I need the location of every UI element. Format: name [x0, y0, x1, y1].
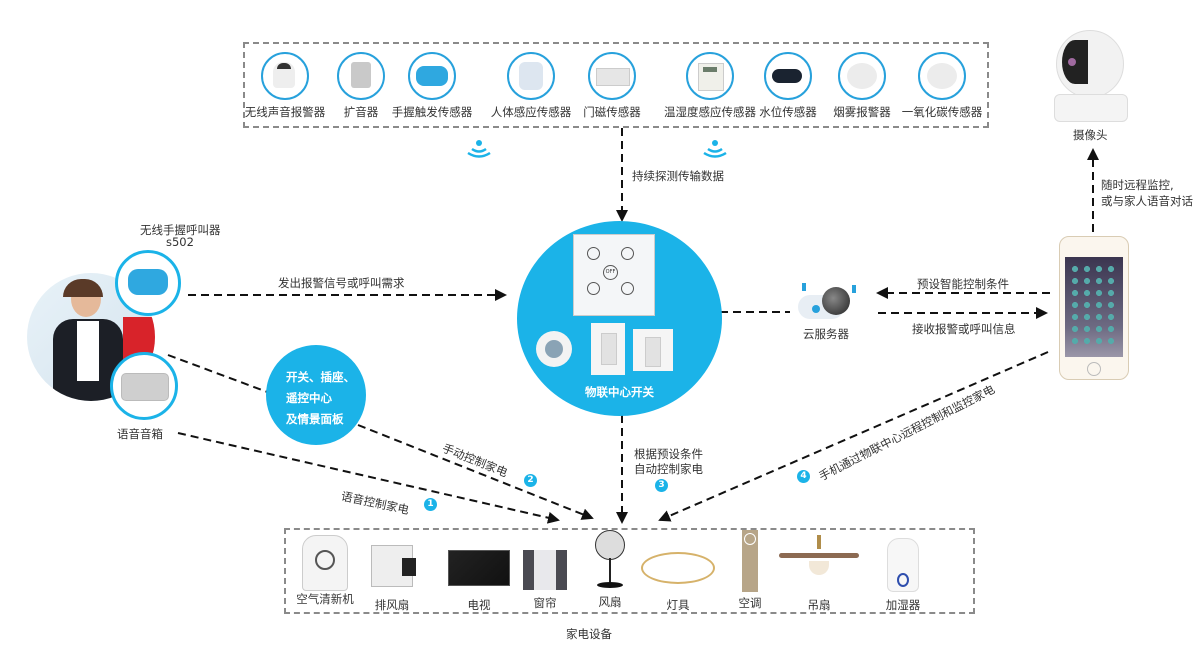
iot-hub[interactable]: OFF 物联中心开关	[517, 221, 722, 416]
lamp-icon	[641, 552, 715, 584]
air-conditioner-icon	[742, 530, 758, 592]
wifi-icon	[467, 140, 491, 158]
off-button-label: OFF	[603, 265, 618, 280]
touch-switch-icon: OFF	[573, 234, 655, 316]
sensor-label: 一氧化碳传感器	[901, 105, 983, 119]
sensor-label: 人体感应传感器	[490, 105, 572, 119]
cloud-receive-label: 接收报警或呼叫信息	[912, 322, 1016, 336]
wall-switch-icon	[591, 323, 625, 375]
sensor-label: 水位传感器	[759, 105, 817, 119]
speaker-icon	[337, 52, 385, 100]
sensor-item[interactable]: 手握触发传感器	[387, 52, 477, 120]
door-sensor-icon	[588, 52, 636, 100]
sensor-flow-label: 持续探测传输数据	[632, 169, 724, 183]
flow-4-badge: 4	[797, 470, 810, 483]
sensor-item[interactable]: 无线声音报警器	[240, 52, 330, 120]
flow-2-badge: 2	[524, 474, 537, 487]
sensor-label: 无线声音报警器	[244, 105, 326, 119]
wifi-icon	[703, 140, 727, 158]
appliance-label: 吊扇	[807, 598, 831, 612]
appliance-label: 加湿器	[885, 598, 921, 612]
sensor-label: 烟雾报警器	[833, 105, 891, 119]
appliance-label: 灯具	[666, 598, 690, 612]
appliance-item[interactable]: 电视	[446, 550, 512, 613]
sensor-item[interactable]: 扩音器	[316, 52, 406, 120]
fan-icon	[595, 530, 625, 588]
wall-switch-icon	[633, 329, 673, 371]
sensor-item[interactable]: 烟雾报警器	[817, 52, 907, 120]
appliance-label: 空气清新机	[296, 592, 354, 606]
tv-icon	[448, 550, 510, 586]
exhaust-fan-icon	[371, 545, 416, 587]
appliances-title: 家电设备	[566, 627, 612, 641]
flow-3-label-1: 根据预设条件	[634, 447, 703, 461]
camera-flow-label-2: 或与家人语音对话	[1101, 194, 1193, 208]
sensor-label: 手握触发传感器	[391, 105, 473, 119]
appliance-label: 空调	[738, 596, 762, 610]
appliance-item[interactable]: 空调	[730, 530, 770, 611]
cloud-label: 云服务器	[803, 327, 849, 341]
phone-to-appliances-line	[658, 351, 1049, 522]
sensor-item[interactable]: 一氧化碳传感器	[897, 52, 987, 120]
speaker-label: 语音音箱	[117, 427, 163, 441]
panel-bubble-line-2: 遥控中心	[286, 391, 332, 405]
motion-sensor-icon	[507, 52, 555, 100]
appliance-item[interactable]: 空气清新机	[292, 535, 358, 607]
appliance-label: 排风扇	[374, 598, 410, 612]
ceiling-sensor-icon	[536, 331, 572, 367]
user-to-panel-line	[167, 354, 271, 394]
panel-bubble-line-3: 及情景面板	[286, 412, 344, 426]
sensor-label: 门磁传感器	[583, 105, 641, 119]
remote-label-2: s502	[166, 235, 194, 249]
appliances-group	[284, 528, 975, 614]
sensor-item[interactable]: 门磁传感器	[567, 52, 657, 120]
appliance-item[interactable]: 灯具	[640, 552, 716, 613]
appliance-item[interactable]: 加湿器	[878, 538, 928, 613]
appliance-item[interactable]: 吊扇	[774, 535, 864, 613]
air-purifier-icon	[302, 535, 348, 591]
flow-3-badge: 3	[655, 479, 668, 492]
panel-to-appliances-line	[357, 424, 594, 520]
cloud-preset-label: 预设智能控制条件	[917, 277, 1009, 291]
camera-label: 摄像头	[1073, 128, 1108, 142]
handheld-caller-icon[interactable]	[115, 250, 181, 316]
sensors-group	[243, 42, 989, 128]
water-level-sensor-icon	[764, 52, 812, 100]
cloud-server-icon[interactable]	[790, 283, 865, 323]
flow-3-label-2: 自动控制家电	[634, 462, 703, 476]
phone-screen	[1065, 257, 1123, 357]
camera-device[interactable]	[1050, 30, 1130, 122]
sound-alarm-icon	[261, 52, 309, 100]
sensor-item[interactable]: 水位传感器	[743, 52, 833, 120]
co-sensor-icon	[918, 52, 966, 100]
switch-panel-bubble: 开关、插座、 遥控中心 及情景面板	[266, 345, 366, 445]
flow-1-badge: 1	[424, 498, 437, 511]
hub-label: 物联中心开关	[585, 385, 654, 399]
humidifier-icon	[887, 538, 919, 592]
alarm-flow-label: 发出报警信号或呼叫需求	[278, 276, 405, 290]
remote-label-1: 无线手握呼叫器	[140, 223, 221, 237]
appliance-label: 窗帘	[533, 596, 557, 610]
smartphone[interactable]	[1059, 236, 1129, 380]
panel-bubble-line-1: 开关、插座、	[286, 370, 355, 384]
ceiling-fan-icon	[777, 535, 861, 587]
sensor-item[interactable]: 人体感应传感器	[486, 52, 576, 120]
smart-speaker-icon[interactable]	[110, 352, 178, 420]
handheld-trigger-icon	[408, 52, 456, 100]
appliance-item[interactable]: 窗帘	[520, 550, 570, 611]
appliance-item[interactable]: 排风扇	[364, 545, 420, 613]
thermo-hygrometer-icon	[686, 52, 734, 100]
camera-flow-label-1: 随时远程监控,	[1101, 178, 1174, 192]
appliance-label: 电视	[467, 598, 491, 612]
appliance-label: 风扇	[598, 595, 622, 609]
appliance-item[interactable]: 风扇	[588, 530, 632, 610]
sensor-item[interactable]: 温湿度感应传感器	[655, 52, 765, 120]
curtain-icon	[523, 550, 567, 590]
sensor-label: 扩音器	[343, 105, 379, 119]
home-button[interactable]	[1087, 362, 1101, 376]
sensor-label: 温湿度感应传感器	[664, 105, 756, 119]
smoke-alarm-icon	[838, 52, 886, 100]
